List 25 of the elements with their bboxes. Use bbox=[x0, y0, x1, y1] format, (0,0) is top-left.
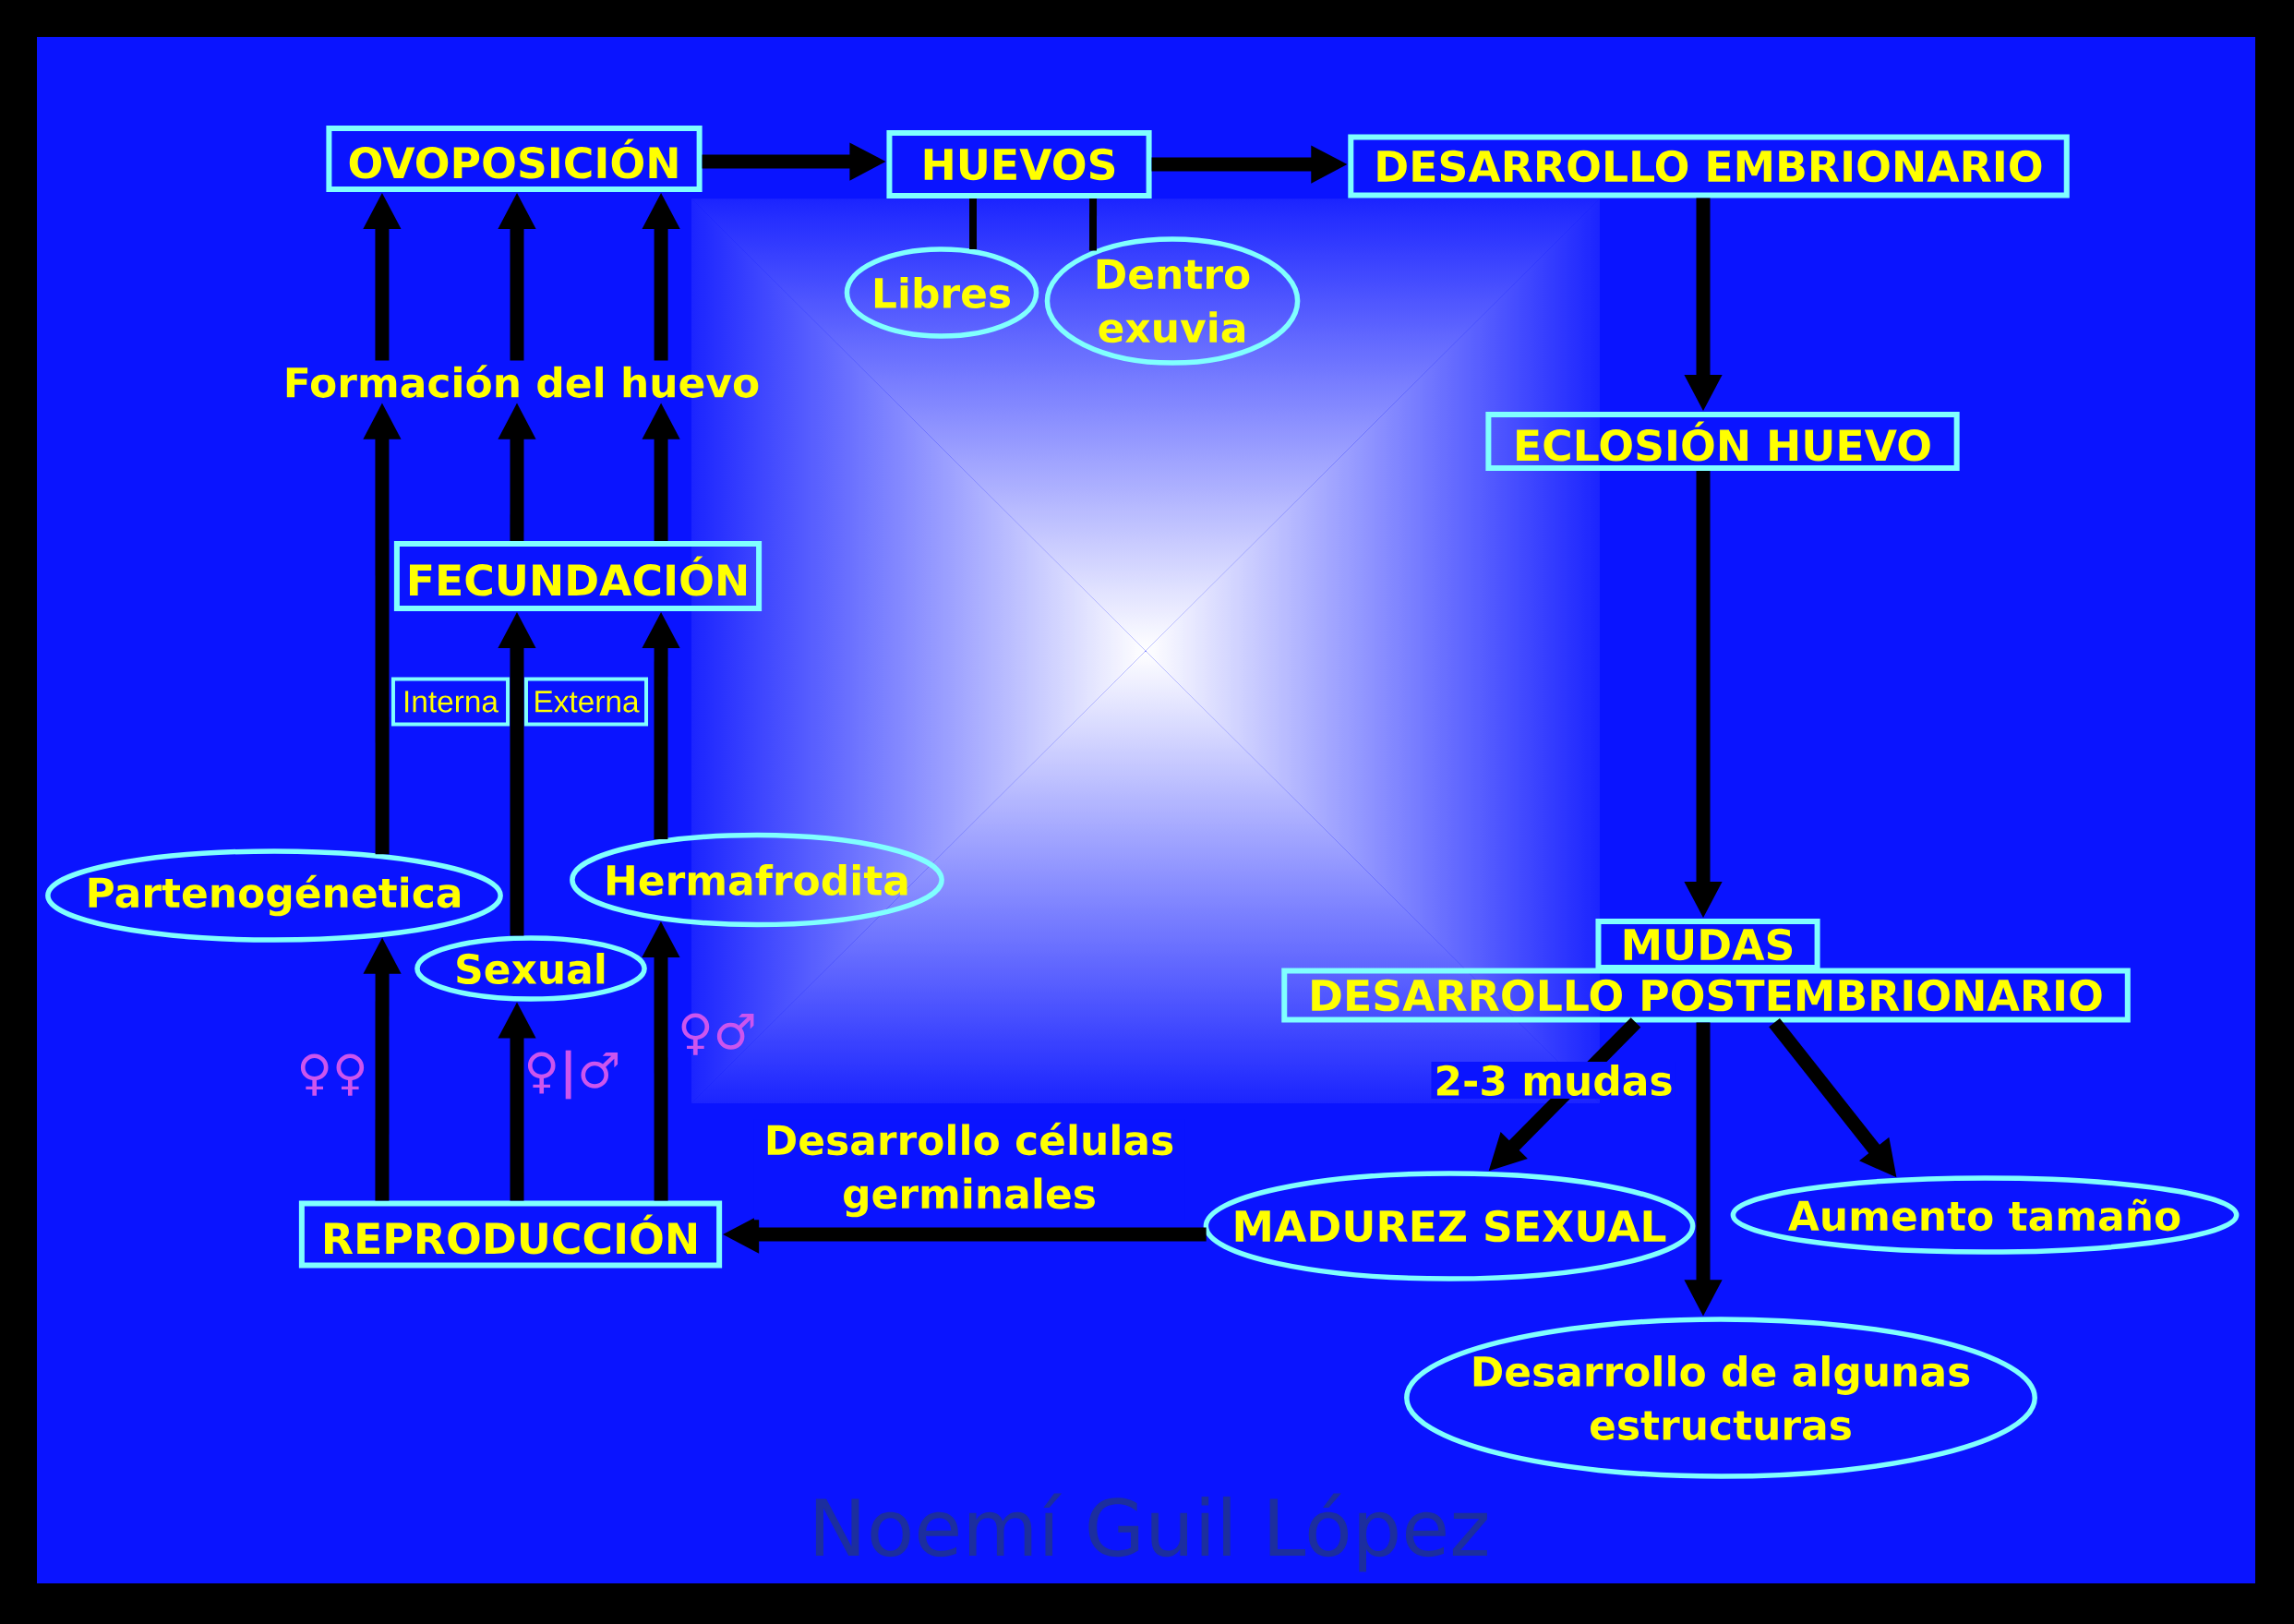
gender-symbols: ♀♀ bbox=[300, 1053, 365, 1096]
text-box: OVOPOSICIÓN bbox=[326, 126, 703, 193]
stage-label: Formación del huevo bbox=[286, 365, 759, 398]
gender-symbols: ♀|♂ bbox=[527, 1050, 619, 1100]
edge-label: Desarrollo células germinales bbox=[753, 1119, 1185, 1221]
text-oval: Partenogénetica bbox=[45, 848, 503, 943]
text-oval: Sexual bbox=[414, 935, 647, 1002]
author-name: Noemí Guil López bbox=[815, 1493, 1487, 1572]
text-box: HUEVOS bbox=[886, 130, 1152, 199]
text-box: DESARROLLO EMBRIONARIO bbox=[1348, 134, 2070, 198]
text-box: ECLOSIÓN HUEVO bbox=[1485, 412, 1960, 472]
text-oval: Hermafrodita bbox=[570, 832, 944, 928]
text-oval: Aumento tamaño bbox=[1730, 1175, 2240, 1255]
text-oval: Libres bbox=[844, 247, 1039, 339]
text-box: FECUNDACIÓN bbox=[393, 541, 763, 612]
text-oval: MADUREZ SEXUAL bbox=[1203, 1171, 1696, 1281]
text-oval: Desarrollo de algunas estructuras bbox=[1404, 1317, 2037, 1479]
text-box: MUDAS bbox=[1595, 919, 1820, 971]
gender-symbols: ♀♂ bbox=[681, 1013, 754, 1055]
text-box: DESARROLLO POSTEMBRIONARIO bbox=[1281, 968, 2131, 1023]
text-box: Interna bbox=[390, 677, 510, 727]
text-oval: Dentro exuvia bbox=[1044, 236, 1301, 366]
edge-label: 2-3 mudas bbox=[1431, 1062, 1676, 1100]
text-box: Externa bbox=[523, 677, 649, 727]
text-box: REPRODUCCIÓN bbox=[298, 1200, 723, 1269]
